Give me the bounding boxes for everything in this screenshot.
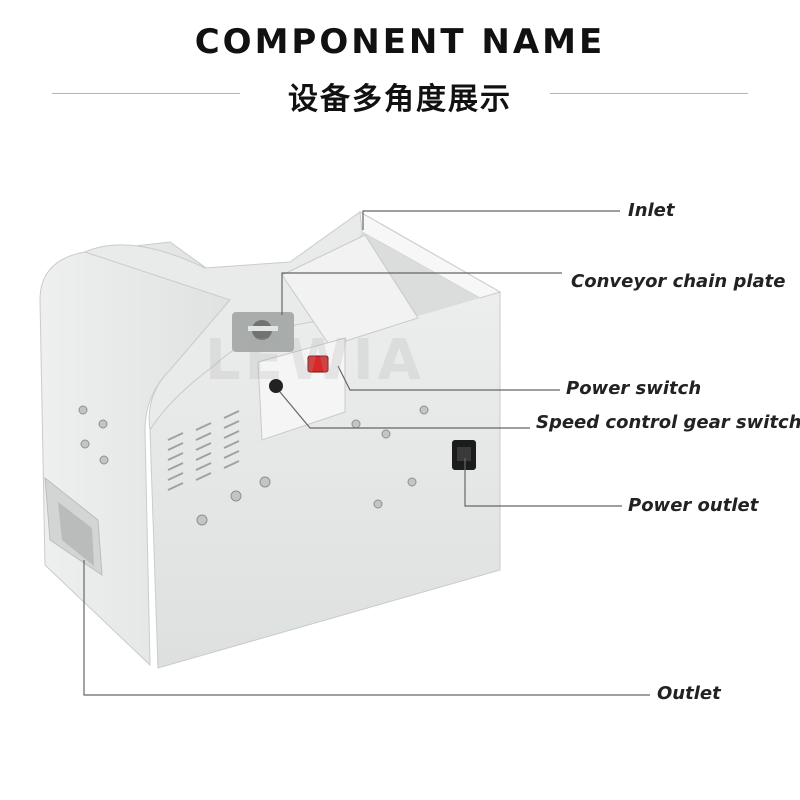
page-subtitle: 设备多角度展示 — [288, 82, 512, 117]
label-inlet: Inlet — [628, 200, 675, 221]
power-switch-button — [307, 355, 329, 373]
label-power-switch: Power switch — [566, 378, 702, 399]
panel-screws — [78, 405, 429, 526]
leader-conveyor — [281, 272, 562, 315]
speed-control-knob — [269, 379, 283, 393]
label-power-outlet: Power outlet — [628, 495, 759, 516]
leader-inlet — [362, 210, 620, 230]
conveyor-block — [281, 234, 419, 347]
label-conveyor-chain-plate: Conveyor chain plate — [571, 271, 786, 292]
page-title: COMPONENT NAME — [194, 22, 606, 62]
leader-outlet — [83, 560, 650, 696]
leader-lines — [83, 210, 650, 696]
leader-power-outlet — [464, 458, 622, 507]
title-divider-left — [52, 93, 240, 94]
label-speed-control-gear-switch: Speed control gear switch — [536, 412, 800, 433]
vent-grille — [167, 410, 240, 491]
watermark: LEWIA — [205, 328, 425, 393]
leader-speed-switch — [279, 391, 530, 429]
leader-power-switch — [337, 365, 560, 391]
label-outlet: Outlet — [657, 683, 721, 704]
title-divider-right — [550, 93, 748, 94]
